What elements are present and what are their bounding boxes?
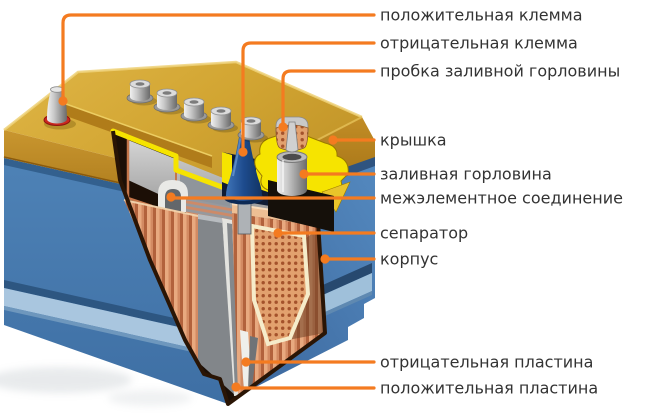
callout-filler-neck: заливная горловина [299,165,552,184]
callout-intercell-connector: межэлементное соединение [166,189,623,208]
leader-dot [238,147,248,157]
leader-dot [241,357,251,367]
plate-group-strap [237,199,252,235]
callout-lid: крышка [328,131,447,150]
callout-negative-plate: отрицательная пластина [241,353,593,372]
case-stripe-left [4,280,228,360]
cutaway-section [110,128,327,406]
callout-negative-terminal: отрицательная клемма [238,34,578,157]
filler-cap [180,97,211,124]
filler-plug-cutaway [275,116,309,153]
lid-platform-step [66,104,212,168]
label-positive-terminal: положительная клемма [380,6,583,25]
leader-line [281,69,376,125]
leader-dot [328,135,338,145]
filler-cap [126,79,157,106]
callout-case: корпус [320,250,438,269]
label-intercell-connector: межэлементное соединение [380,189,623,208]
filler-cap [207,106,238,133]
label-filler-neck: заливная горловина [380,165,552,184]
callout-filler-plug: пробка заливной горловины [278,62,620,132]
label-filler-plug: пробка заливной горловины [380,62,620,81]
leader-dot [299,169,309,179]
leader-line [61,13,376,99]
leader-dot [231,382,241,392]
cell-partition [198,214,236,396]
label-lid: крышка [380,131,447,150]
ground-shadow [0,367,192,406]
label-negative-plate: отрицательная пластина [380,353,593,372]
separator-mesh [249,223,311,347]
lid-cut-cross-section [110,128,233,193]
filler-cap [153,88,184,115]
callouts: положительная клемма отрицательная клемм… [58,6,623,398]
label-separator: сепаратор [380,224,468,243]
leader-dot [166,192,176,202]
callout-separator: сепаратор [273,224,468,243]
callout-positive-terminal: положительная клемма [58,6,583,106]
leader-dot [273,228,283,238]
leader-dot [320,254,330,264]
label-negative-terminal: отрицательная клемма [380,34,578,53]
filler-neck [276,151,308,196]
label-case: корпус [380,250,438,269]
leader-dot [58,96,68,106]
cell-caps [126,79,268,143]
callout-positive-plate: положительная пластина [231,379,598,398]
leader-dot [278,122,288,132]
leader-line [241,41,376,151]
label-positive-plate: положительная пластина [380,379,598,398]
filler-neck-cutaway [254,116,351,232]
